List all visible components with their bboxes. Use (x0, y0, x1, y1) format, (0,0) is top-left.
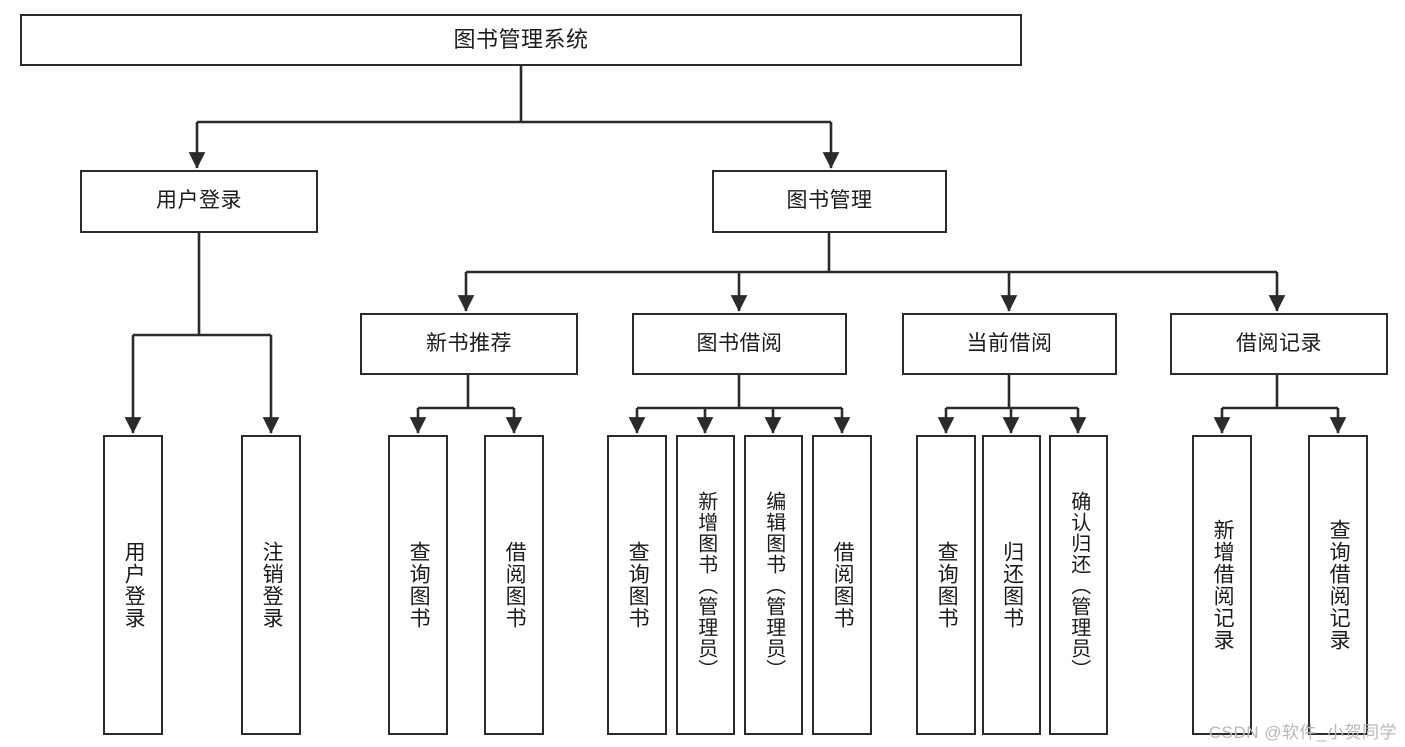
node-book-borrow[interactable]: 图书借阅 (632, 313, 847, 375)
node-label: 借阅记录 (1236, 331, 1322, 355)
leaf-borrow-record-query-record[interactable]: 查询借阅记录 (1308, 435, 1368, 735)
node-user-login[interactable]: 用户登录 (80, 170, 318, 233)
node-root-book-management-system[interactable]: 图书管理系统 (20, 14, 1022, 66)
node-label: 用户登录 (122, 541, 146, 629)
leaf-user-login[interactable]: 用户登录 (103, 435, 163, 735)
leaf-current-borrow-query-book[interactable]: 查询图书 (916, 435, 976, 735)
node-label: 图书管理 (786, 189, 873, 213)
leaf-logout[interactable]: 注销登录 (241, 435, 301, 735)
node-label: 新书推荐 (426, 331, 512, 355)
node-new-book-recommend[interactable]: 新书推荐 (360, 313, 578, 375)
node-label: 查询图书 (407, 541, 431, 629)
node-label: 当前借阅 (966, 331, 1053, 355)
node-label: 借阅图书 (831, 541, 855, 629)
leaf-borrow-record-add-record[interactable]: 新增借阅记录 (1192, 435, 1252, 735)
leaf-book-borrow-edit-book-admin[interactable]: 编辑图书（管理员） (744, 435, 803, 735)
node-label: 借阅图书 (503, 541, 527, 629)
node-label: 新增借阅记录 (1211, 519, 1235, 651)
node-label: 归还图书 (1000, 541, 1024, 629)
leaf-new-book-borrow-book[interactable]: 借阅图书 (484, 435, 544, 735)
node-label: 编辑图书（管理员） (762, 490, 785, 680)
node-label: 新增图书（管理员） (694, 490, 717, 680)
leaf-book-borrow-borrow-book[interactable]: 借阅图书 (812, 435, 872, 735)
node-current-borrow[interactable]: 当前借阅 (902, 313, 1117, 375)
leaf-book-borrow-query-book[interactable]: 查询图书 (607, 435, 667, 735)
node-label: 图书借阅 (696, 331, 783, 355)
leaf-current-borrow-return-book[interactable]: 归还图书 (982, 435, 1041, 735)
watermark-text: CSDN @软件_小贺同学 (1208, 723, 1397, 742)
leaf-current-borrow-confirm-return-admin[interactable]: 确认归还（管理员） (1049, 435, 1108, 735)
leaf-new-book-query-book[interactable]: 查询图书 (388, 435, 448, 735)
node-book-management[interactable]: 图书管理 (712, 170, 947, 233)
node-label: 查询图书 (935, 541, 959, 629)
node-label: 查询借阅记录 (1327, 519, 1351, 651)
node-label: 图书管理系统 (453, 27, 589, 53)
node-borrow-record[interactable]: 借阅记录 (1170, 313, 1388, 375)
leaf-book-borrow-add-book-admin[interactable]: 新增图书（管理员） (676, 435, 735, 735)
node-label: 确认归还（管理员） (1067, 490, 1090, 680)
node-label: 注销登录 (260, 541, 284, 629)
node-label: 用户登录 (156, 189, 242, 213)
node-label: 查询图书 (626, 541, 650, 629)
